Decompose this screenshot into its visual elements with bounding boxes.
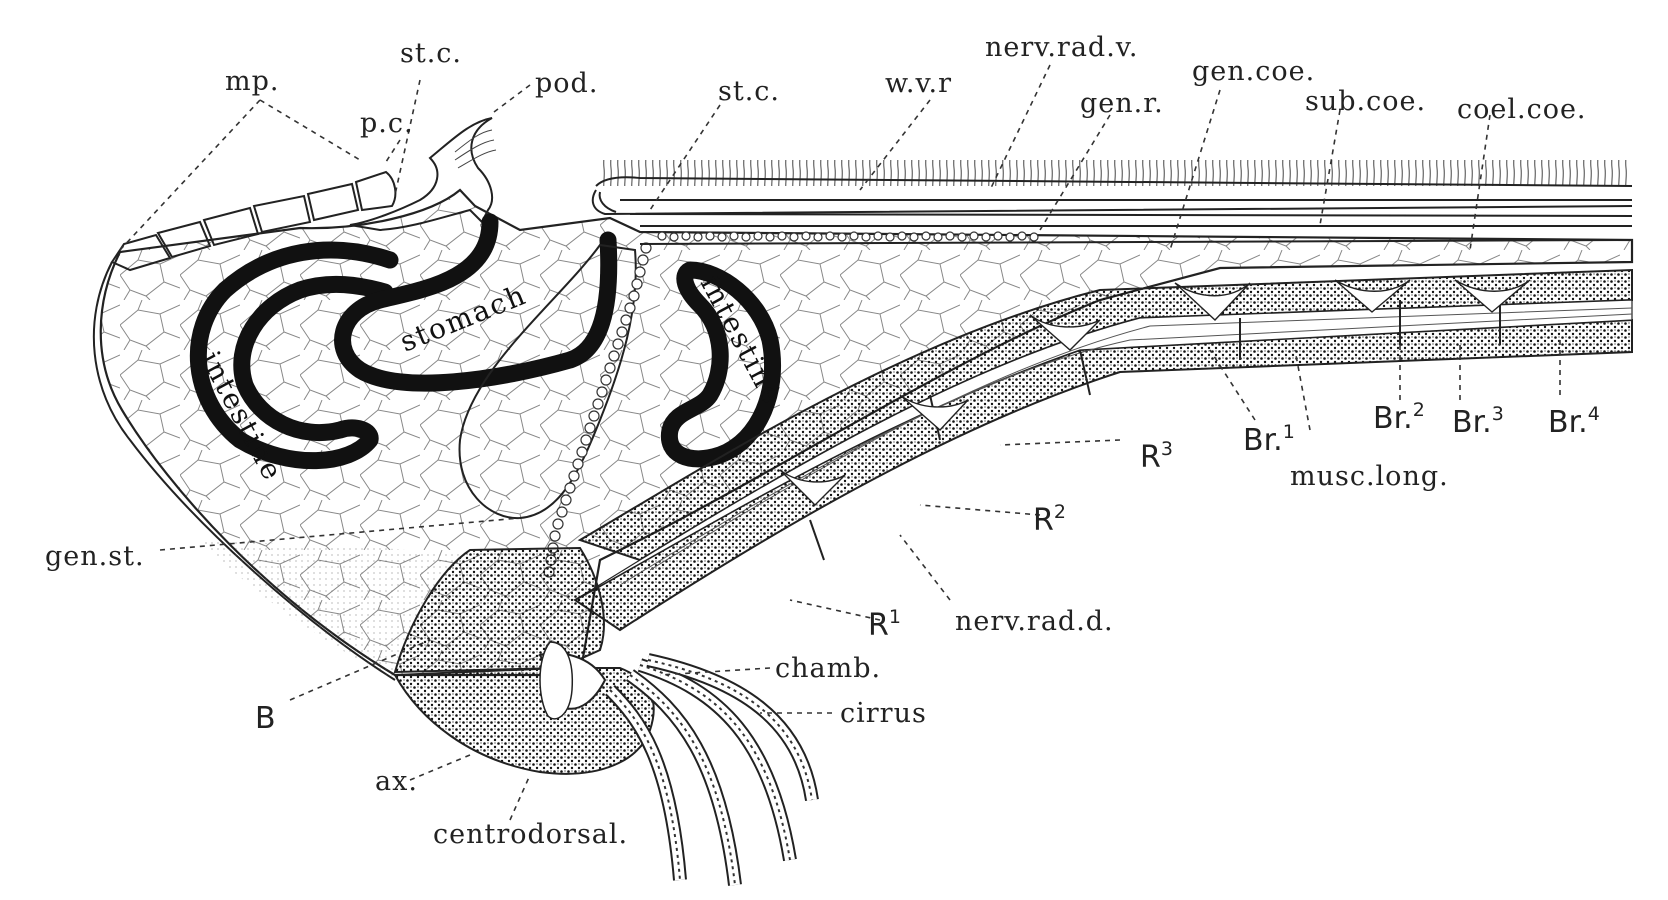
label-R2: R2 [1033, 501, 1066, 538]
label-coel-coe: coel.coe. [1457, 94, 1587, 125]
label-centrodorsal: centrodorsal. [433, 819, 628, 850]
label-B: B [255, 701, 276, 736]
label-nerv-rad-d: nerv.rad.d. [955, 606, 1114, 637]
label-st-c-top: st.c. [400, 38, 462, 69]
label-st-c-mid: st.c. [718, 76, 780, 107]
stomach-outline [334, 213, 618, 392]
label-Br3: Br.3 [1452, 403, 1504, 440]
label-gen-st: gen.st. [45, 541, 145, 572]
label-R3: R3 [1140, 438, 1173, 475]
label-ax: ax. [375, 766, 418, 797]
label-chamb: chamb. [775, 653, 881, 684]
arm-ventral-layers [591, 160, 1633, 245]
label-Br4: Br.4 [1548, 403, 1600, 440]
label-mp: mp. [225, 66, 279, 97]
digestive-tract [189, 213, 782, 470]
label-nerv-rad-v: nerv.rad.v. [985, 32, 1138, 63]
cirri [605, 653, 819, 886]
label-pod: pod. [535, 68, 598, 99]
basal-and-centrodorsal [393, 546, 655, 775]
podium-structure [349, 117, 497, 232]
label-Br2: Br.2 [1373, 399, 1425, 436]
bead-chains [543, 231, 1039, 578]
label-sub-coe: sub.coe. [1305, 86, 1426, 117]
label-w-v-r: w.v.r [885, 68, 952, 99]
label-musc-long: musc.long. [1290, 461, 1449, 492]
intestine-right-loop [660, 261, 782, 468]
brachial-ossicles [573, 268, 1633, 632]
label-gen-coe: gen.coe. [1192, 56, 1315, 87]
label-cirrus: cirrus [840, 698, 927, 729]
label-R1: R1 [868, 606, 901, 643]
leader-lines [119, 64, 1561, 821]
intestine-left-loop [189, 241, 399, 470]
label-p-c: p.c. [360, 108, 414, 139]
label-gen-r: gen.r. [1080, 88, 1164, 119]
label-Br1: Br.1 [1243, 421, 1295, 458]
